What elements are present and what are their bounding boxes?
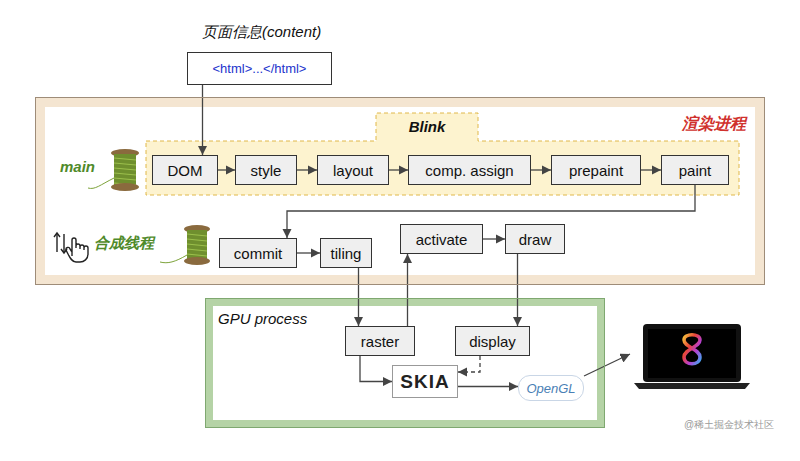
flow-arrow [358, 268, 359, 326]
node-text: display [469, 333, 516, 350]
flow-arrow [458, 356, 480, 372]
flow-arrow [297, 252, 320, 253]
thread-spool [160, 225, 210, 265]
node-text: OpenGL [526, 381, 575, 396]
process-box: prepaint [551, 155, 641, 185]
process-box: paint [661, 155, 729, 185]
process-box: activate [400, 224, 483, 254]
process-box: layout [317, 155, 389, 185]
node-text: draw [519, 231, 552, 248]
process-box: display [455, 326, 530, 356]
node-text: comp. assign [425, 162, 513, 179]
gpu-panel-inner [213, 306, 597, 420]
library-logo: OpenGL [518, 375, 584, 401]
node-text: commit [234, 245, 282, 262]
gpu-panel-frame [205, 298, 605, 428]
source-box: 页面信息(content)<html>...</html> [187, 52, 332, 85]
node-text: Blink [376, 118, 478, 135]
process-box: commit [219, 238, 297, 268]
watermark: @稀土掘金技术社区 [684, 418, 774, 432]
node-text: <html>...</html> [213, 61, 307, 76]
flow-arrow [360, 356, 392, 382]
flow-arrow [531, 169, 551, 170]
blink-region [146, 113, 739, 195]
process-box: comp. assign [408, 155, 531, 185]
flow-arrow [407, 254, 408, 326]
module-region: BlinkDOM style layout comp. assign prepaint p… [146, 113, 739, 195]
flow-arrow [287, 185, 695, 238]
thread-label: 合成线程 [94, 234, 154, 253]
node-text: SKIA [400, 371, 449, 393]
node-text: paint [679, 162, 712, 179]
flow-arrow [517, 254, 518, 326]
render-panel-frame [35, 97, 765, 285]
flow-arrow [297, 169, 317, 170]
flow-arrow [483, 238, 505, 239]
flow-arrow [389, 169, 408, 170]
node-text: 页面信息(content) [202, 23, 321, 42]
flow-arrow [218, 169, 235, 170]
flow-arrow [458, 386, 518, 387]
node-text: style [251, 162, 282, 179]
output-arrow [584, 354, 630, 376]
node-text: DOM [168, 162, 203, 179]
node-text: 渲染进程 [682, 114, 746, 135]
node-text: GPU process [218, 310, 307, 327]
process-box: tiling [320, 238, 372, 268]
laptop-illustration [634, 324, 750, 389]
flow-arrow [641, 169, 661, 170]
library-box: SKIA [392, 365, 458, 398]
process-panel: GPU process raster displaySKIA OpenGL [205, 298, 605, 428]
flow-arrow [202, 85, 203, 155]
node-text: layout [333, 162, 373, 179]
render-panel-inner [45, 107, 755, 275]
process-box: style [235, 155, 297, 185]
process-box: DOM [152, 155, 218, 185]
thread-spool [88, 149, 139, 191]
thread-label: main [60, 158, 95, 175]
node-text: prepaint [569, 162, 623, 179]
node-text: activate [416, 231, 468, 248]
node-text: raster [361, 333, 399, 350]
scroll-hand-icon [54, 233, 88, 262]
process-box: draw [505, 224, 565, 254]
node-text: tiling [331, 245, 362, 262]
process-panel: 渲染进程 BlinkDOM style layout comp. assign prepa… [35, 97, 765, 285]
process-box: raster [345, 326, 415, 356]
